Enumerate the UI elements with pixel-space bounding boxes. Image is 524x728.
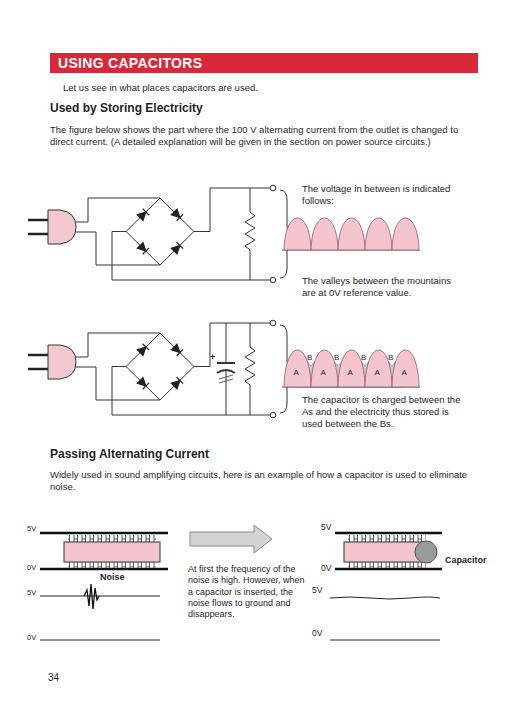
body-text: Widely used in sound amplifying circuits… (50, 469, 478, 493)
wave-hump (392, 350, 419, 387)
voltage-label: 5V (321, 522, 331, 533)
page-number: 34 (48, 672, 59, 685)
page-title: USING CAPACITORS (58, 55, 202, 71)
voltage-label: 5V (27, 588, 36, 597)
capacitor-symbol (217, 323, 235, 415)
voltage-label: 5V (312, 585, 322, 596)
figure-note: The voltage in between is indicated foll… (302, 183, 467, 207)
wave-hump (392, 218, 419, 250)
wave-hump (284, 350, 311, 387)
voltage-label: 0V (27, 633, 36, 642)
voltage-label: 0V (312, 628, 322, 639)
wave-label: A (375, 368, 380, 378)
wave-label: A (294, 368, 299, 378)
title-band: USING CAPACITORS (50, 53, 478, 73)
wave-label: B (361, 353, 366, 363)
capacitor-symbol (415, 541, 437, 563)
section-heading: Used by Storing Electricity (50, 101, 203, 116)
transition-arrow (190, 525, 272, 553)
polarity-mark: + (210, 352, 215, 363)
wave-label: B (388, 353, 393, 363)
intro-text: Let us see in what places capacitors are… (63, 82, 258, 94)
wave-label: B (334, 353, 339, 363)
ic-with-capacitor (330, 533, 442, 640)
rectifier-circuit-with-capacitor (28, 320, 294, 418)
wave-hump (365, 350, 392, 387)
body-text: The figure below shows the part where th… (50, 124, 478, 148)
rectified-waveform (282, 218, 420, 250)
voltage-label: 0V (27, 563, 36, 572)
wave-hump (338, 350, 365, 387)
rectifier-circuit (28, 185, 294, 283)
wave-label: A (321, 368, 326, 378)
smoothed-waveform (282, 350, 420, 387)
voltage-label: 0V (321, 563, 331, 574)
wave-hump (311, 218, 338, 250)
section-heading: Passing Alternating Current (50, 447, 209, 462)
figure-note: The valleys between the mountains are at… (302, 275, 467, 299)
figure-note: At first the frequency of the noise is h… (188, 564, 308, 620)
voltage-label: 5V (27, 524, 36, 533)
capacitor-label: Capacitor (445, 555, 487, 566)
wave-hump (365, 218, 392, 250)
wave-label: A (348, 368, 353, 378)
wave-hump (338, 218, 365, 250)
figure-note: The capacitor is charged between the As … (302, 394, 467, 430)
wave-hump (284, 218, 311, 250)
noise-label: Noise (100, 572, 125, 583)
ic-with-noise (40, 533, 168, 640)
wave-label: B (307, 353, 312, 363)
stored-charge-area (298, 350, 406, 387)
wave-label: A (402, 368, 407, 378)
wave-hump (311, 350, 338, 387)
